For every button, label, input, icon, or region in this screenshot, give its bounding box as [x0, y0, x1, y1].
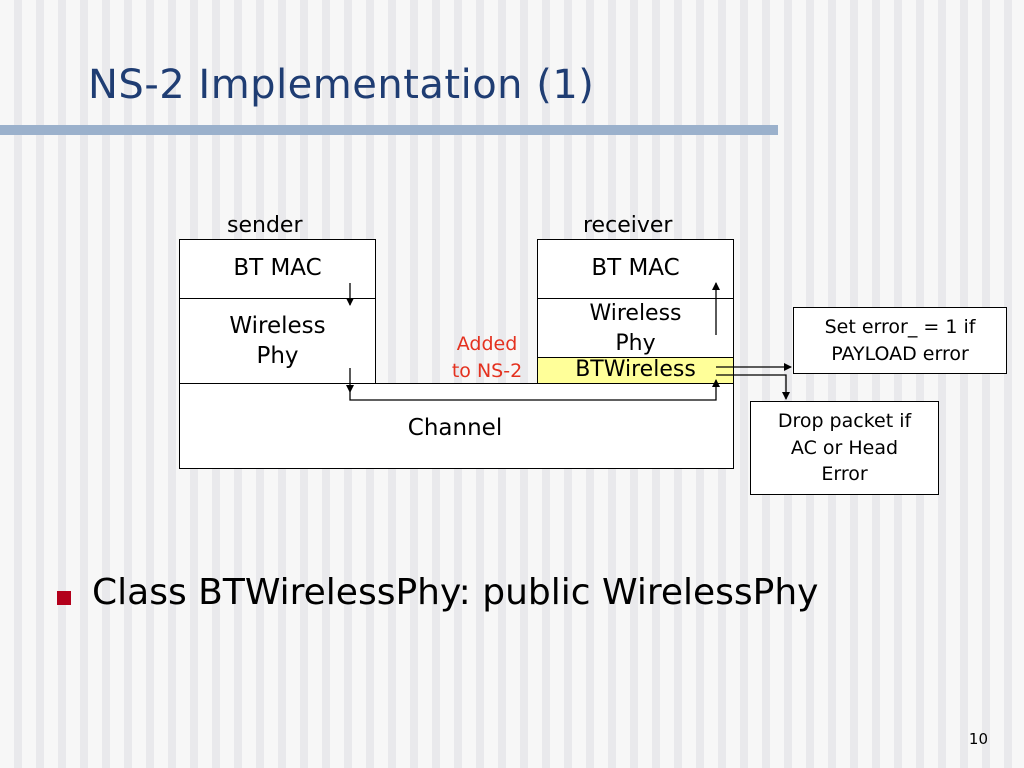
sender-label: sender — [227, 213, 303, 238]
title-underline — [0, 125, 778, 135]
receiver-phy-label: Wireless Phy — [589, 301, 682, 356]
to-drop-note-arrow — [716, 374, 790, 400]
error-flag-note: Set error_ = 1 if PAYLOAD error — [793, 307, 1007, 374]
added-to-ns2-note: Added to NS-2 — [451, 333, 523, 382]
channel-label: Channel — [407, 415, 503, 441]
bullet-text: Class BTWirelessPhy: public WirelessPhy — [92, 572, 819, 613]
bullet-square-icon — [57, 591, 71, 605]
sender-mac-label: BT MAC — [233, 255, 322, 281]
receiver-phy-box — [537, 298, 734, 358]
btwireless-label: BTWireless — [575, 357, 696, 382]
channel-box — [179, 383, 734, 469]
sender-mac-box — [179, 239, 376, 299]
receiver-label: receiver — [583, 213, 673, 238]
page-number: 10 — [968, 730, 988, 748]
receiver-mac-label: BT MAC — [591, 255, 680, 281]
sender-phy-box — [179, 298, 376, 384]
drop-packet-note: Drop packet if AC or Head Error — [750, 401, 939, 495]
slide-title: NS-2 Implementation (1) — [88, 62, 595, 108]
sender-phy-label: Wireless Phy — [229, 313, 326, 369]
btwireless-box — [537, 357, 734, 384]
receiver-mac-box — [537, 239, 734, 299]
channel-path-arrow — [349, 379, 720, 401]
